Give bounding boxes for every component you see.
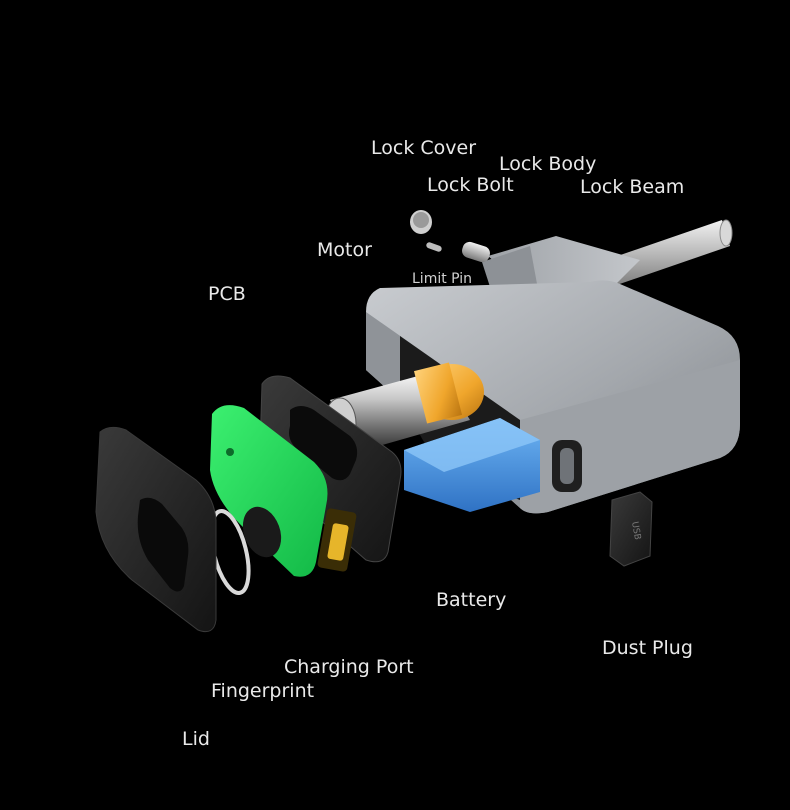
label-charging-port: Charging Port — [284, 656, 414, 678]
label-lock-beam: Lock Beam — [580, 176, 685, 198]
battery-part — [404, 418, 540, 512]
label-lock-cover: Lock Cover — [371, 137, 477, 159]
pcb-part — [210, 405, 357, 577]
lid-part — [95, 426, 217, 633]
leader-lines — [199, 166, 647, 720]
lock-bolt-part — [462, 241, 490, 263]
label-dust-plug: Dust Plug — [602, 637, 693, 659]
dust-plug-part: USB — [609, 491, 653, 567]
lock-beam-part — [600, 219, 733, 288]
label-pcb: PCB — [208, 283, 246, 305]
label-fingerprint: Fingerprint — [211, 680, 315, 702]
dust-plug-marking: USB — [629, 521, 642, 541]
label-motor: Motor — [317, 239, 372, 261]
label-battery: Battery — [436, 589, 507, 611]
label-lock-bolt: Lock Bolt — [427, 174, 514, 196]
label-limit-pin: Limit Pin — [412, 271, 473, 287]
limit-pin-part — [426, 242, 442, 252]
label-lid: Lid — [182, 728, 210, 750]
label-lock-body: Lock Body — [499, 153, 597, 175]
lock-cover-part — [410, 210, 432, 234]
